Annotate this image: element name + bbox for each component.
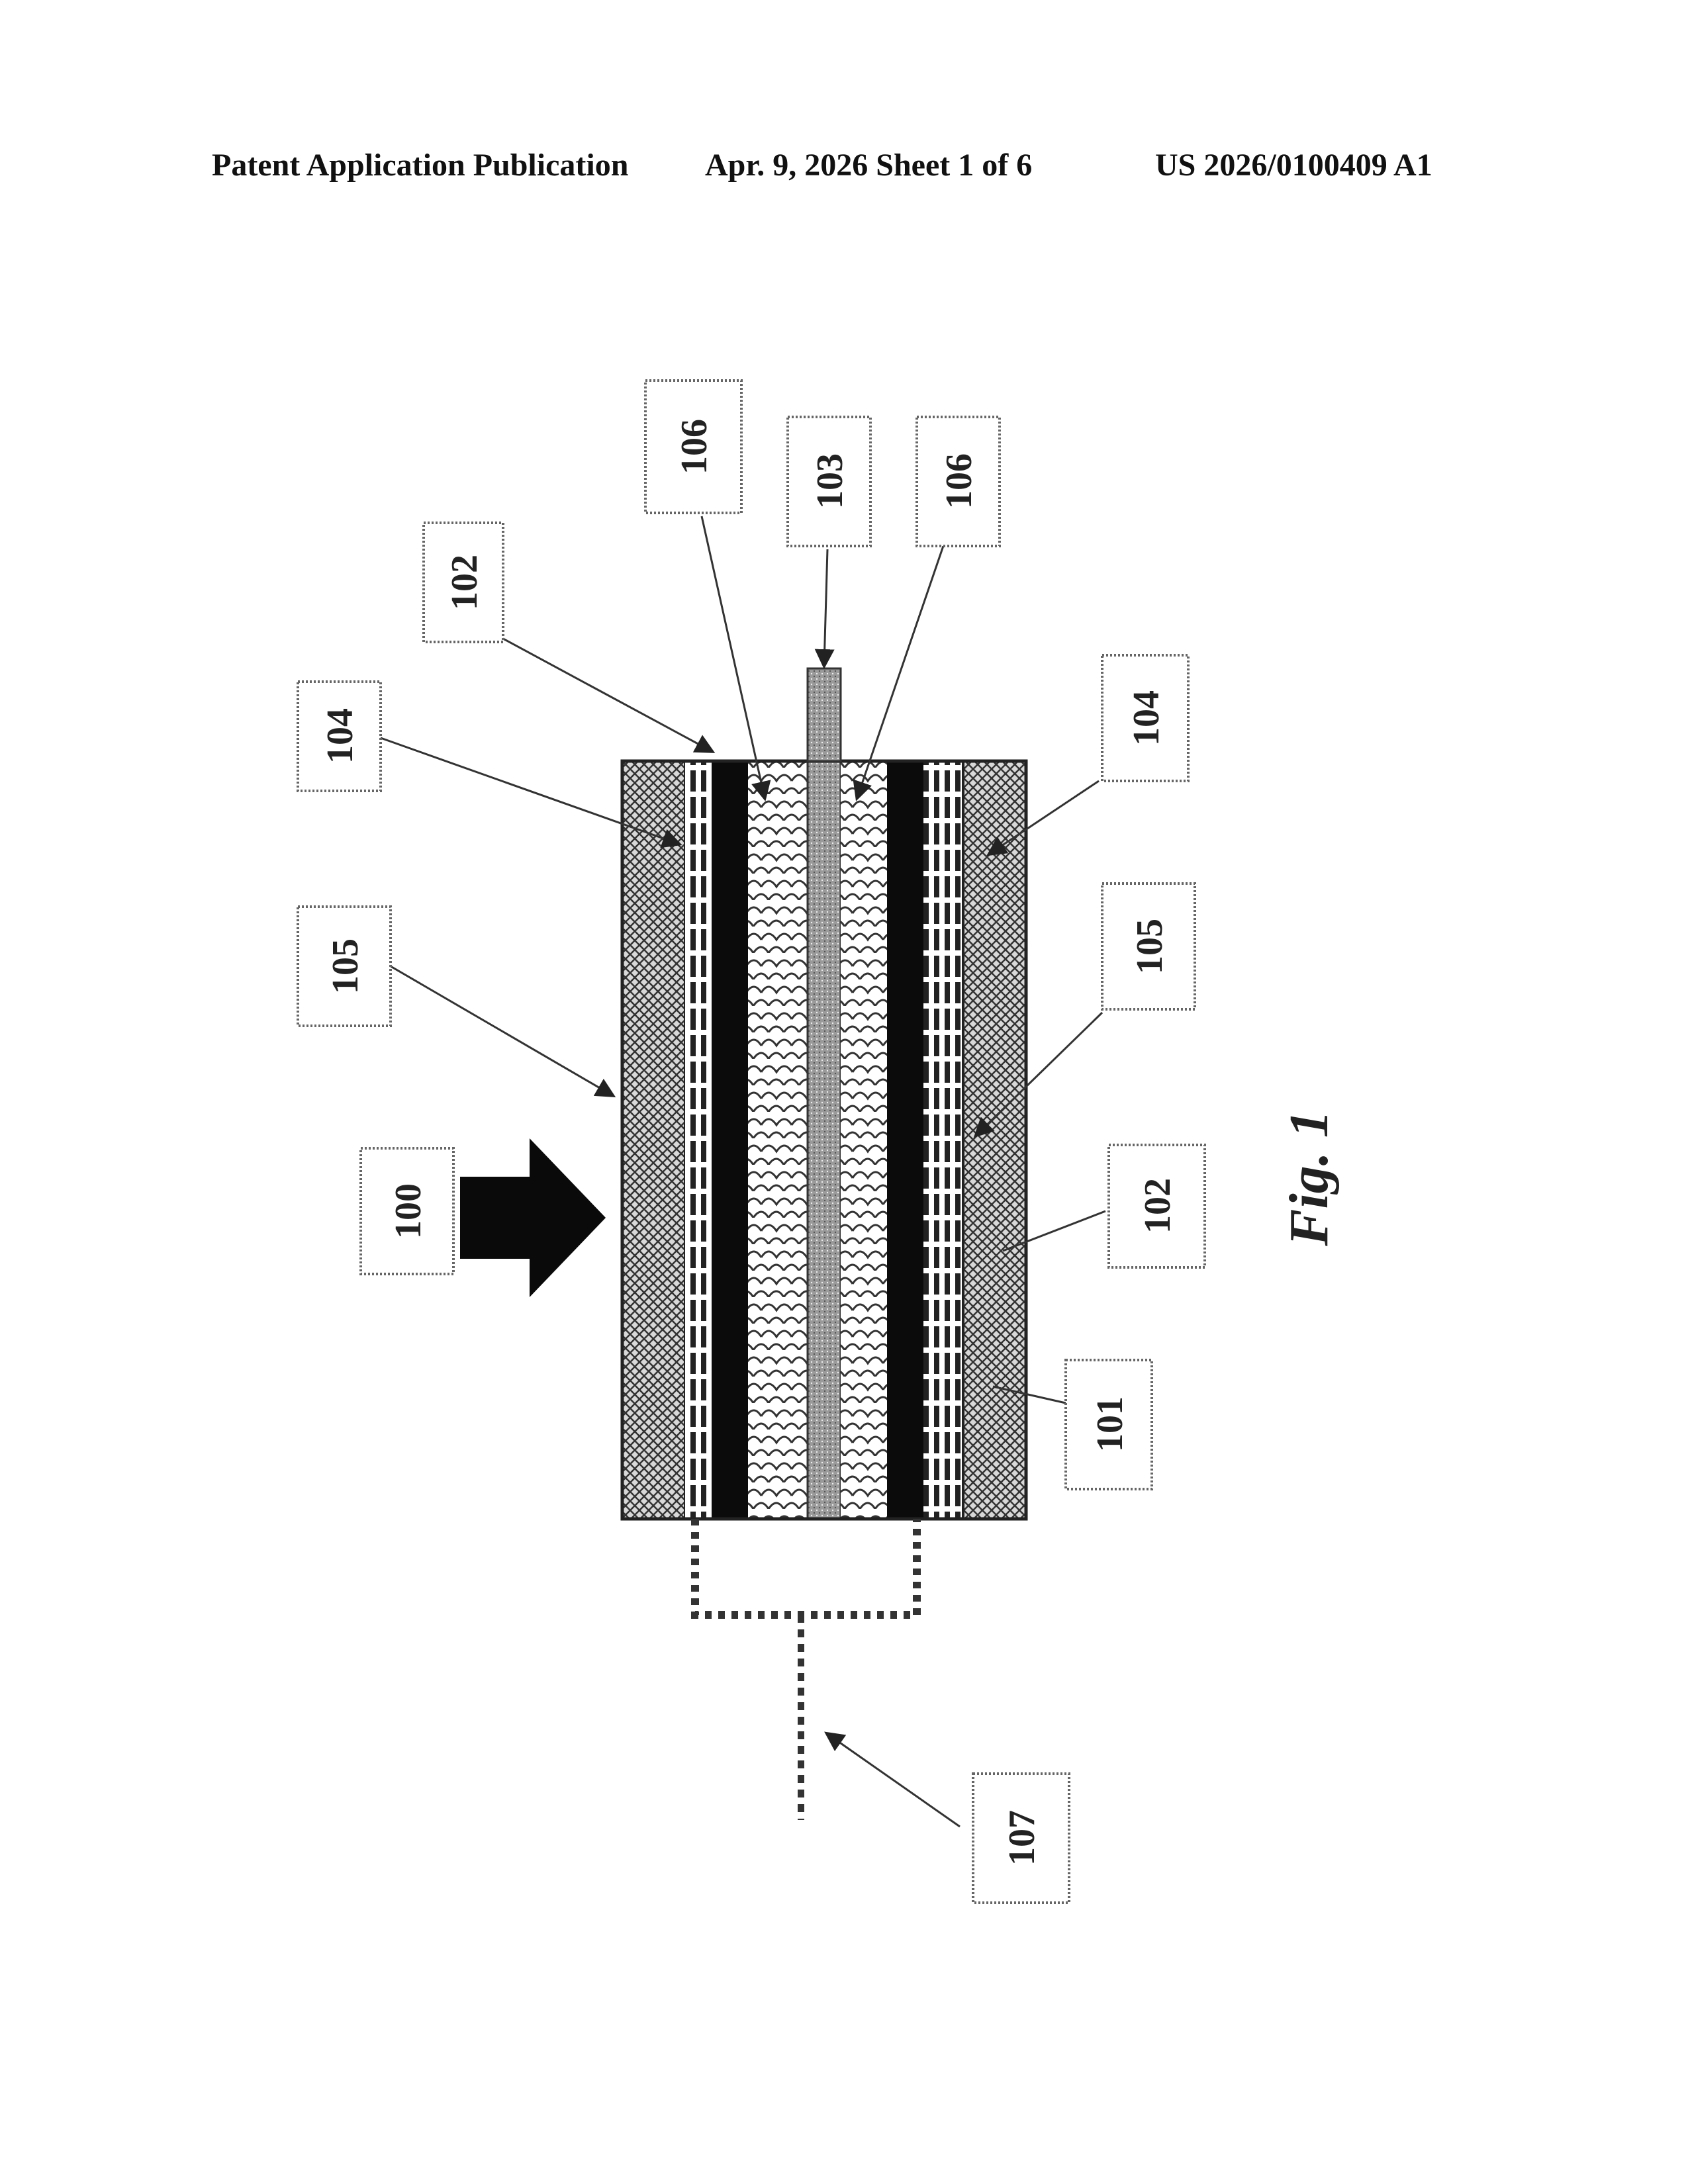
external-circuit-107: [695, 1519, 917, 1820]
ref-text-106-right: 106: [939, 453, 980, 509]
electrode-102-top: [712, 761, 748, 1519]
separator-106-top: [748, 761, 808, 1519]
ref-label-105-top: 105: [298, 907, 391, 1026]
ref-label-101: 101: [1066, 1360, 1152, 1489]
rod-protrusion: [808, 668, 841, 761]
ref-label-104-bottom: 104: [1102, 655, 1188, 781]
ref-label-106-left: 106: [645, 381, 741, 513]
cell-body: [622, 668, 1026, 1519]
outer-layer-105-top: [622, 761, 685, 1519]
ref-label-104-top: 104: [298, 682, 381, 791]
ref-label-106-right: 106: [917, 417, 1000, 546]
ref-text-101: 101: [1090, 1396, 1131, 1452]
ref-text-104-bottom: 104: [1126, 690, 1167, 746]
ref-text-105-bottom: 105: [1129, 919, 1170, 974]
ref-text-100: 100: [388, 1183, 429, 1239]
incident-light-arrow-100: [460, 1138, 606, 1297]
ref-text-102-bottom: 102: [1137, 1178, 1178, 1234]
ref-text-102-top: 102: [444, 555, 485, 610]
ref-label-102-bottom: 102: [1109, 1145, 1205, 1267]
ref-text-104-top: 104: [320, 708, 361, 764]
figure-caption: Fig. 1: [1278, 1110, 1340, 1246]
ref-text-103: 103: [810, 453, 851, 509]
ref-label-105-bottom: 105: [1102, 884, 1195, 1009]
outer-layer-105-bottom: [963, 761, 1026, 1519]
ref-text-107: 107: [1002, 1810, 1043, 1866]
ref-label-102-top: 102: [424, 523, 503, 642]
ref-label-107: 107: [973, 1774, 1069, 1903]
ref-text-106-left: 106: [674, 419, 715, 475]
center-rod-103: [808, 761, 841, 1519]
ref-text-105-top: 105: [325, 938, 366, 994]
ref-label-100: 100: [361, 1148, 453, 1274]
electrode-102-bottom: [887, 761, 923, 1519]
ref-label-103: 103: [788, 417, 870, 546]
